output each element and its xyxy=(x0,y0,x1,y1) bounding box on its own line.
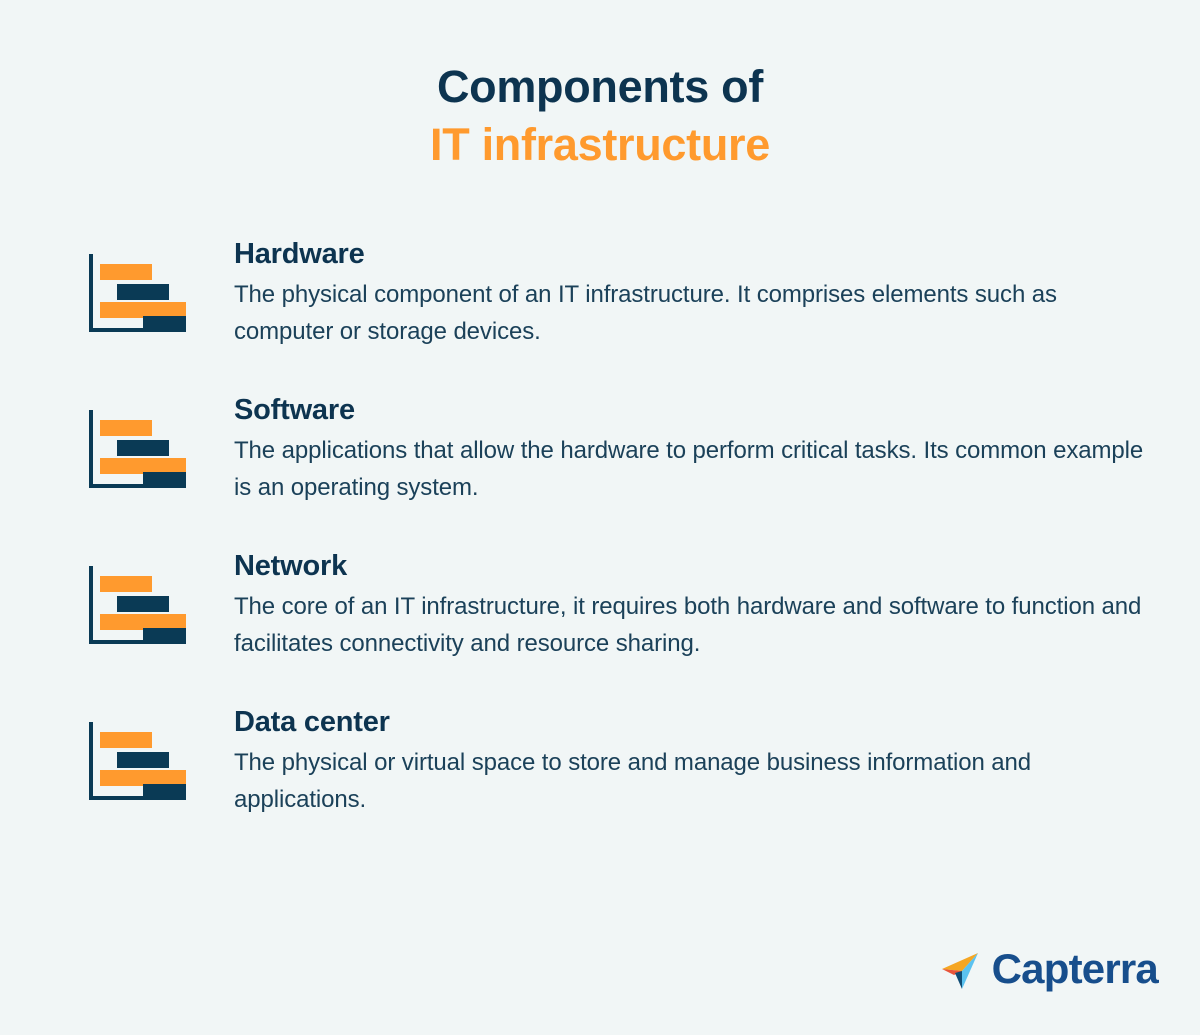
section-text: Network The core of an IT infrastructure… xyxy=(234,548,1144,662)
paper-plane-icon xyxy=(941,953,978,989)
section-heading: Data center xyxy=(234,706,390,738)
section-body: The physical or virtual space to store a… xyxy=(234,749,1032,813)
section-body: The physical component of an IT infrastr… xyxy=(234,281,1057,345)
gantt-chart-icon xyxy=(86,704,186,808)
list-item: Network The core of an IT infrastructure… xyxy=(86,548,1200,662)
section-heading: Software xyxy=(234,394,355,426)
gantt-chart-icon xyxy=(86,236,186,340)
title-line-accent: IT infrastructure xyxy=(430,119,770,170)
components-list: Hardware The physical component of an IT… xyxy=(0,236,1200,818)
section-text: Data center The physical or virtual spac… xyxy=(234,704,1144,818)
capterra-logo: Capterra xyxy=(938,945,1159,993)
list-item: Software The applications that allow the… xyxy=(86,392,1200,506)
section-text: Hardware The physical component of an IT… xyxy=(234,236,1144,350)
list-item: Hardware The physical component of an IT… xyxy=(86,236,1200,350)
section-body: The core of an IT infrastructure, it req… xyxy=(234,593,1142,657)
gantt-chart-icon xyxy=(86,548,186,652)
section-heading: Network xyxy=(234,550,348,582)
page-title: Components of IT infrastructure xyxy=(0,0,1200,174)
capterra-wordmark: Capterra xyxy=(991,945,1159,992)
list-item: Data center The physical or virtual spac… xyxy=(86,704,1200,818)
gantt-chart-icon xyxy=(86,392,186,496)
section-heading: Hardware xyxy=(234,238,365,270)
section-text: Software The applications that allow the… xyxy=(234,392,1144,506)
title-line-primary: Components of xyxy=(436,61,764,112)
section-body: The applications that allow the hardware… xyxy=(234,437,1144,501)
